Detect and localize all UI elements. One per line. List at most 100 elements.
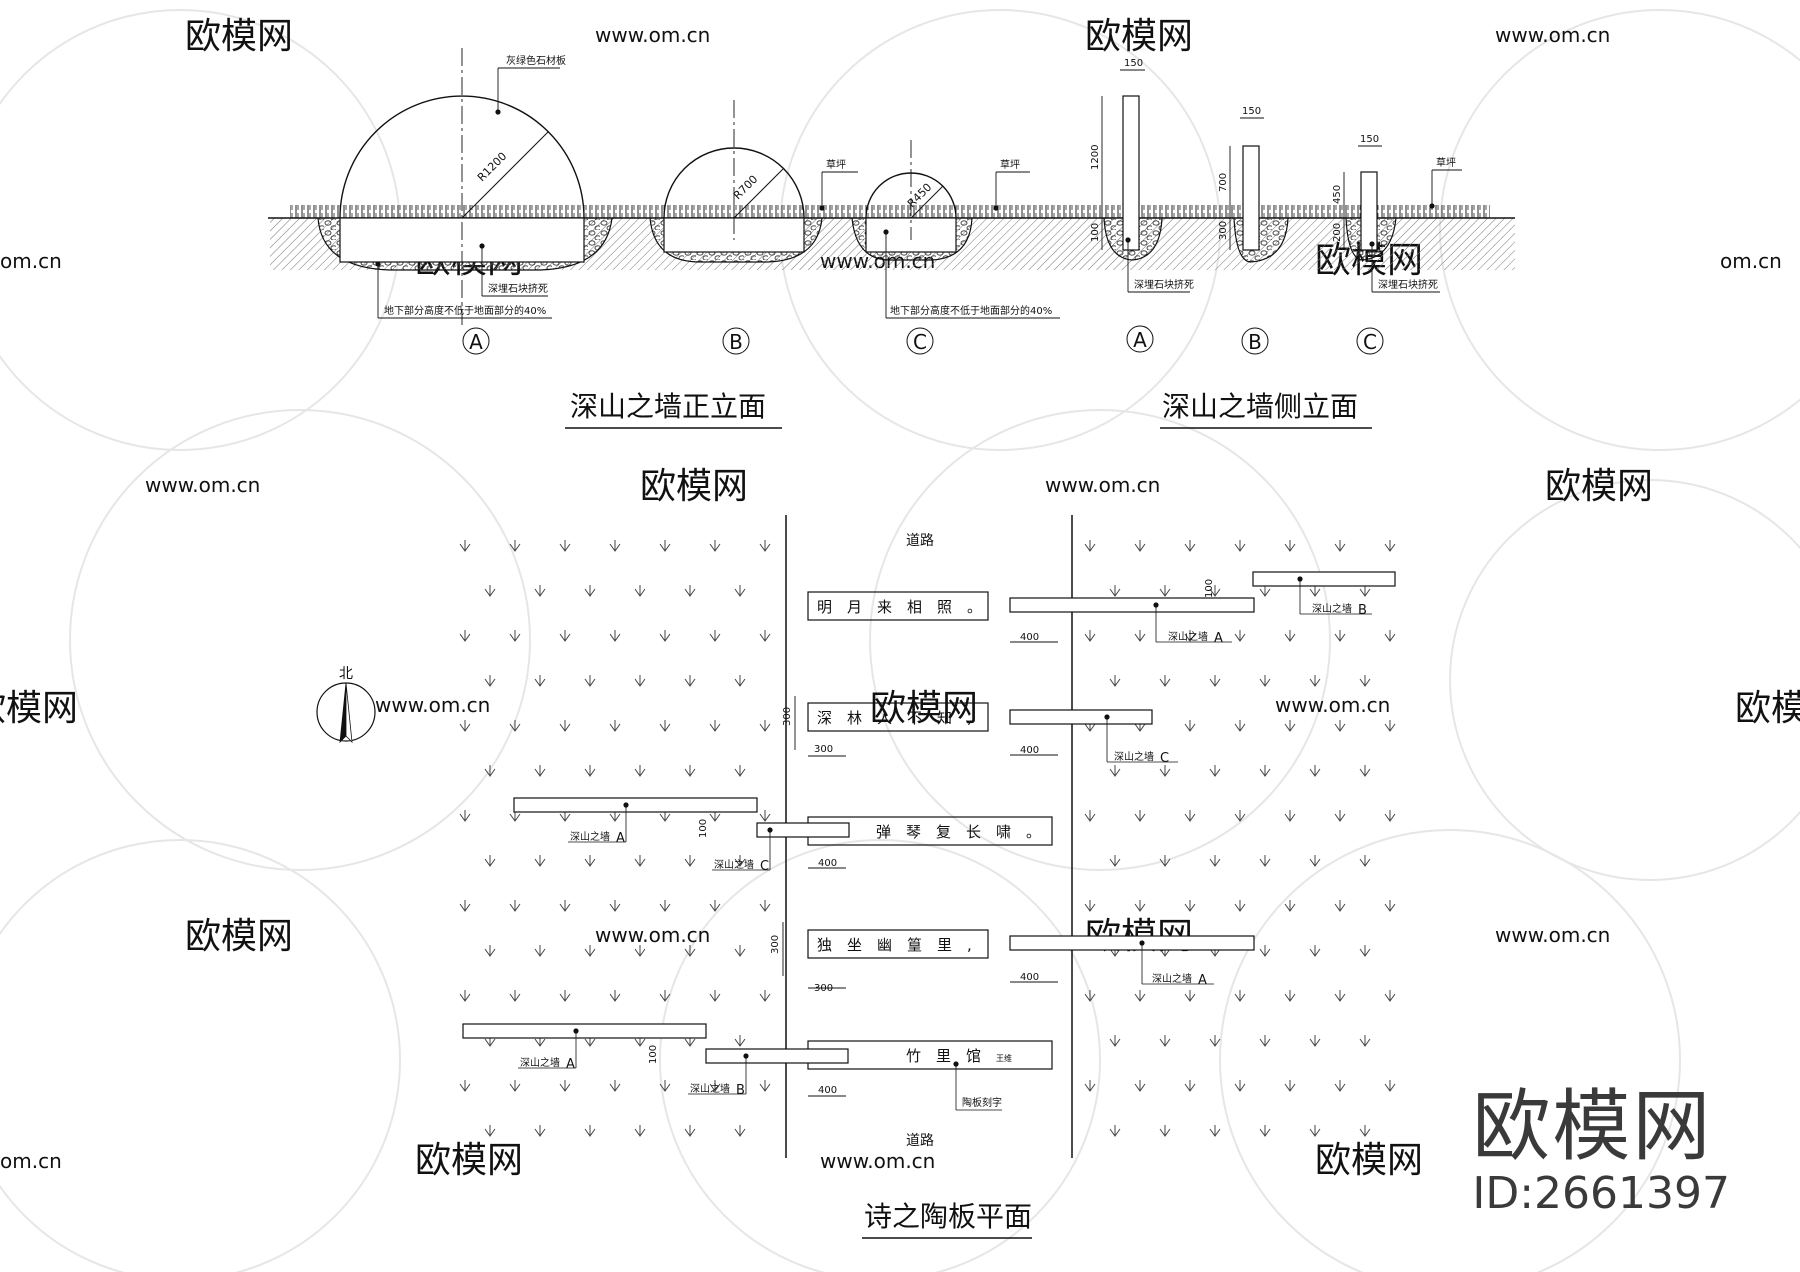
grass-symbol bbox=[1134, 810, 1146, 822]
grass-symbol bbox=[1209, 585, 1221, 597]
svg-text:知: 知 bbox=[937, 709, 952, 727]
dim-height-a: 1200 bbox=[1090, 145, 1101, 170]
grass-symbol bbox=[1309, 765, 1321, 777]
dim-height-c: 450 bbox=[1332, 185, 1343, 204]
grass-symbol bbox=[559, 900, 571, 912]
grass-symbol bbox=[634, 765, 646, 777]
watermark-brand: 欧模网 bbox=[870, 688, 978, 729]
grass-symbol bbox=[1259, 855, 1271, 867]
svg-text:。: 。 bbox=[1026, 823, 1041, 841]
grass-symbol bbox=[459, 810, 471, 822]
svg-text:A: A bbox=[566, 1057, 575, 1072]
grass-symbol bbox=[1334, 540, 1346, 552]
grass-symbol bbox=[734, 675, 746, 687]
grass-symbol bbox=[1309, 675, 1321, 687]
svg-text:,: , bbox=[967, 936, 972, 954]
grass-symbol bbox=[1184, 720, 1196, 732]
grass-symbol bbox=[1134, 1080, 1146, 1092]
side-elevation bbox=[1101, 69, 1462, 429]
svg-text:深: 深 bbox=[817, 709, 832, 727]
grass-symbol bbox=[1309, 855, 1321, 867]
svg-text:A: A bbox=[1198, 973, 1207, 988]
grass-symbol bbox=[1359, 1035, 1371, 1047]
svg-text:照: 照 bbox=[937, 598, 952, 616]
svg-text:400: 400 bbox=[818, 858, 837, 869]
svg-text:深山之墙: 深山之墙 bbox=[520, 1056, 560, 1069]
grass-symbol bbox=[1309, 1125, 1321, 1137]
grass-symbol bbox=[659, 1080, 671, 1092]
svg-text:复: 复 bbox=[936, 823, 951, 841]
svg-text:长: 长 bbox=[966, 823, 981, 841]
grass-symbol bbox=[1309, 585, 1321, 597]
grass-symbol bbox=[559, 720, 571, 732]
grass-symbol bbox=[1234, 810, 1246, 822]
grass-symbol bbox=[1234, 540, 1246, 552]
grass-symbol bbox=[1259, 585, 1271, 597]
plan-dims: 400 400 400 300 300 400 400 300 300 100 … bbox=[648, 579, 1215, 1096]
grass-symbol bbox=[1159, 585, 1171, 597]
grass-symbol bbox=[609, 630, 621, 642]
watermark-text-layer: 欧模网 www.om.cn 欧模网 www.om.cn om.cn 欧模网 ww… bbox=[0, 16, 1800, 1181]
grass-symbol bbox=[1284, 1080, 1296, 1092]
watermark-brand: 欧模网 bbox=[1085, 16, 1193, 57]
svg-text:独: 独 bbox=[817, 936, 832, 954]
grass-symbol bbox=[1334, 990, 1346, 1002]
radius-label-a: R1200 bbox=[475, 150, 509, 184]
grass-symbol bbox=[609, 900, 621, 912]
grass-symbol bbox=[509, 720, 521, 732]
poem-author: 王维 bbox=[996, 1053, 1012, 1063]
svg-text:来: 来 bbox=[877, 598, 892, 616]
svg-text:400: 400 bbox=[1020, 745, 1039, 756]
watermark-site: www.om.cn bbox=[595, 23, 710, 47]
svg-text:馆: 馆 bbox=[966, 1047, 981, 1065]
svg-text:B: B bbox=[736, 1083, 745, 1098]
grass-symbol bbox=[534, 675, 546, 687]
buried-stone-note: 深埋石块挤死 bbox=[1378, 278, 1438, 291]
poem-row-4: 独 坐 幽 篁 里 , bbox=[817, 936, 972, 954]
grass-symbol bbox=[1359, 945, 1371, 957]
svg-text:B: B bbox=[1358, 603, 1367, 618]
front-elevation-title: 深山之墙正立面 bbox=[570, 390, 766, 423]
buried-stone-note: 深埋石块挤死 bbox=[1134, 278, 1194, 291]
grass-symbol bbox=[484, 1125, 496, 1137]
svg-text:深山之墙: 深山之墙 bbox=[714, 858, 754, 871]
side-elevation-text: 150 150 150 1200 700 450 100 300 200 草坪 … bbox=[1090, 58, 1456, 423]
grass-symbol bbox=[459, 630, 471, 642]
watermark-site: www.om.cn bbox=[375, 693, 490, 717]
grass-symbol bbox=[459, 540, 471, 552]
svg-text:深山之墙: 深山之墙 bbox=[690, 1082, 730, 1095]
grass-symbol bbox=[534, 765, 546, 777]
grass-symbol bbox=[1259, 765, 1271, 777]
grass-symbol bbox=[1084, 900, 1096, 912]
grass-symbol bbox=[559, 630, 571, 642]
watermark-site: www.om.cn bbox=[1495, 23, 1610, 47]
svg-text:300: 300 bbox=[782, 707, 793, 726]
watermark-brand: 欧模网 bbox=[415, 1140, 523, 1181]
grass-symbol bbox=[609, 540, 621, 552]
north-label: 北 bbox=[339, 666, 353, 682]
svg-text:深山之墙: 深山之墙 bbox=[1312, 602, 1352, 615]
grass-symbol bbox=[1234, 630, 1246, 642]
watermark-site: www.om.cn bbox=[1045, 473, 1160, 497]
grass-symbol bbox=[684, 945, 696, 957]
grass-symbol bbox=[659, 990, 671, 1002]
grass-symbol bbox=[1384, 720, 1396, 732]
dim-width-c: 150 bbox=[1360, 134, 1379, 145]
grass-symbol bbox=[1109, 675, 1121, 687]
grass-symbol bbox=[1184, 990, 1196, 1002]
svg-text:不: 不 bbox=[907, 709, 922, 727]
grass-symbol bbox=[734, 855, 746, 867]
watermark-site: om.cn bbox=[0, 249, 62, 273]
svg-text:弹: 弹 bbox=[876, 823, 891, 841]
svg-text:C: C bbox=[760, 859, 769, 874]
grass-symbol bbox=[634, 1125, 646, 1137]
grass-symbol bbox=[534, 585, 546, 597]
grass-symbol bbox=[659, 630, 671, 642]
svg-text:幽: 幽 bbox=[877, 936, 892, 954]
grass-note: 草坪 bbox=[1436, 156, 1456, 169]
grass-symbol bbox=[759, 810, 771, 822]
grass-symbol bbox=[1334, 630, 1346, 642]
grass-symbol bbox=[609, 1080, 621, 1092]
